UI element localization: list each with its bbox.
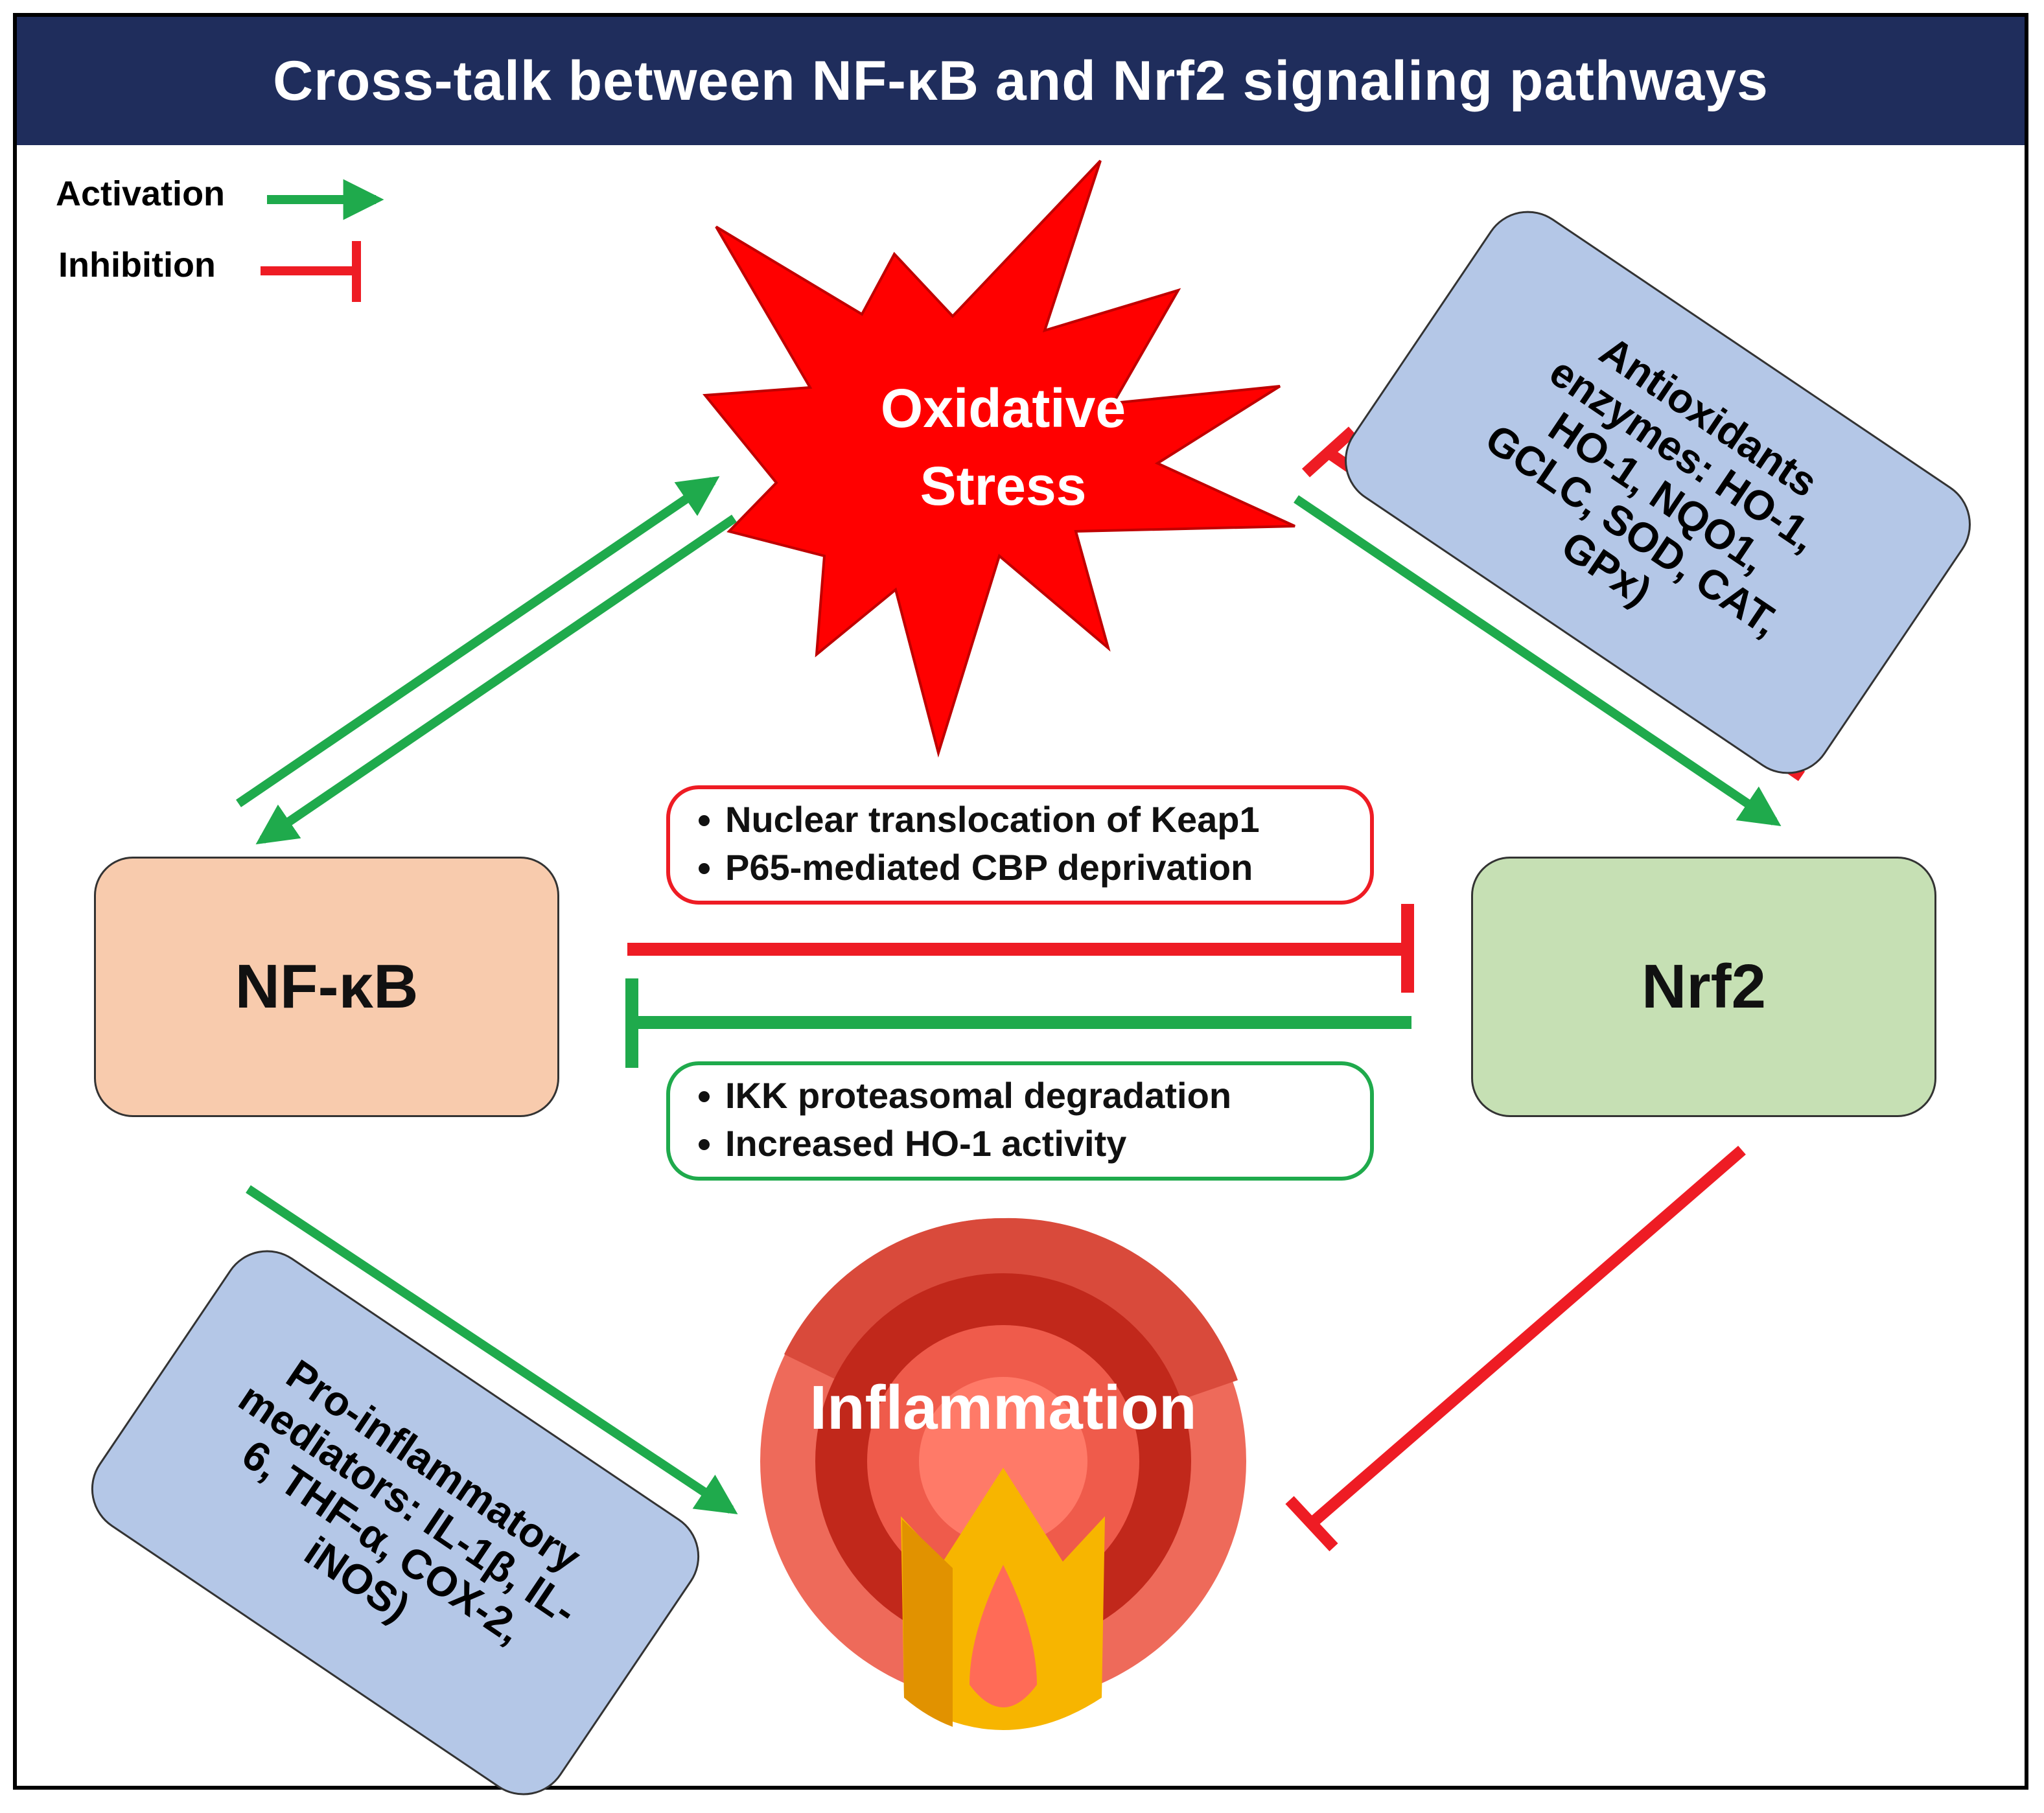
nfkb-label: NF-κB xyxy=(235,952,419,1021)
mechanism-item: Increased HO-1 activity xyxy=(725,1120,1351,1168)
inhibition-mechanisms-box: Nuclear translocation of Keap1 P65-media… xyxy=(666,785,1374,905)
legend-inhibition-label: Inhibition xyxy=(58,246,216,284)
nrf2-inhibits-nfkb-symbol xyxy=(625,978,1411,1068)
stress-to-nrf2-activation-arrow xyxy=(1294,495,1782,827)
oxidative-stress-line2: Stress xyxy=(920,456,1087,516)
figure-title: Cross-talk between NF-κB and Nrf2 signal… xyxy=(273,49,1769,112)
oxidative-stress-line1: Oxidative xyxy=(880,378,1126,439)
mechanism-item: Nuclear translocation of Keap1 xyxy=(725,796,1351,844)
inflammation-label: Inflammation xyxy=(809,1373,1197,1442)
nrf2-inhibits-inflammation-symbol xyxy=(1285,1146,1746,1552)
legend-inhibition-symbol xyxy=(261,241,361,302)
nrf2-label: Nrf2 xyxy=(1641,952,1767,1021)
nfkb-inhibits-nrf2-symbol xyxy=(627,904,1414,993)
nfkb-to-inflammation-activation-arrow xyxy=(246,1185,738,1514)
legend-activation-label: Activation xyxy=(56,174,226,213)
figure-frame xyxy=(13,13,2028,1790)
title-bar: Cross-talk between NF-κB and Nrf2 signal… xyxy=(17,17,2025,145)
oxidative-stress-starburst xyxy=(703,159,1295,758)
nfkb-to-stress-activation-arrow xyxy=(236,476,720,807)
inflammation-icon xyxy=(760,1218,1246,1730)
nrf2-node: Nrf2 xyxy=(1471,857,1936,1117)
nfkb-node: NF-κB xyxy=(94,857,559,1117)
mechanism-item: P65-mediated CBP deprivation xyxy=(725,844,1351,892)
oxidative-stress-label: Oxidative Stress xyxy=(809,369,1198,525)
mechanism-item: IKK proteasomal degradation xyxy=(725,1072,1351,1120)
stress-to-nfkb-activation-arrow xyxy=(255,514,737,845)
activation-mechanisms-box: IKK proteasomal degradation Increased HO… xyxy=(666,1061,1374,1181)
